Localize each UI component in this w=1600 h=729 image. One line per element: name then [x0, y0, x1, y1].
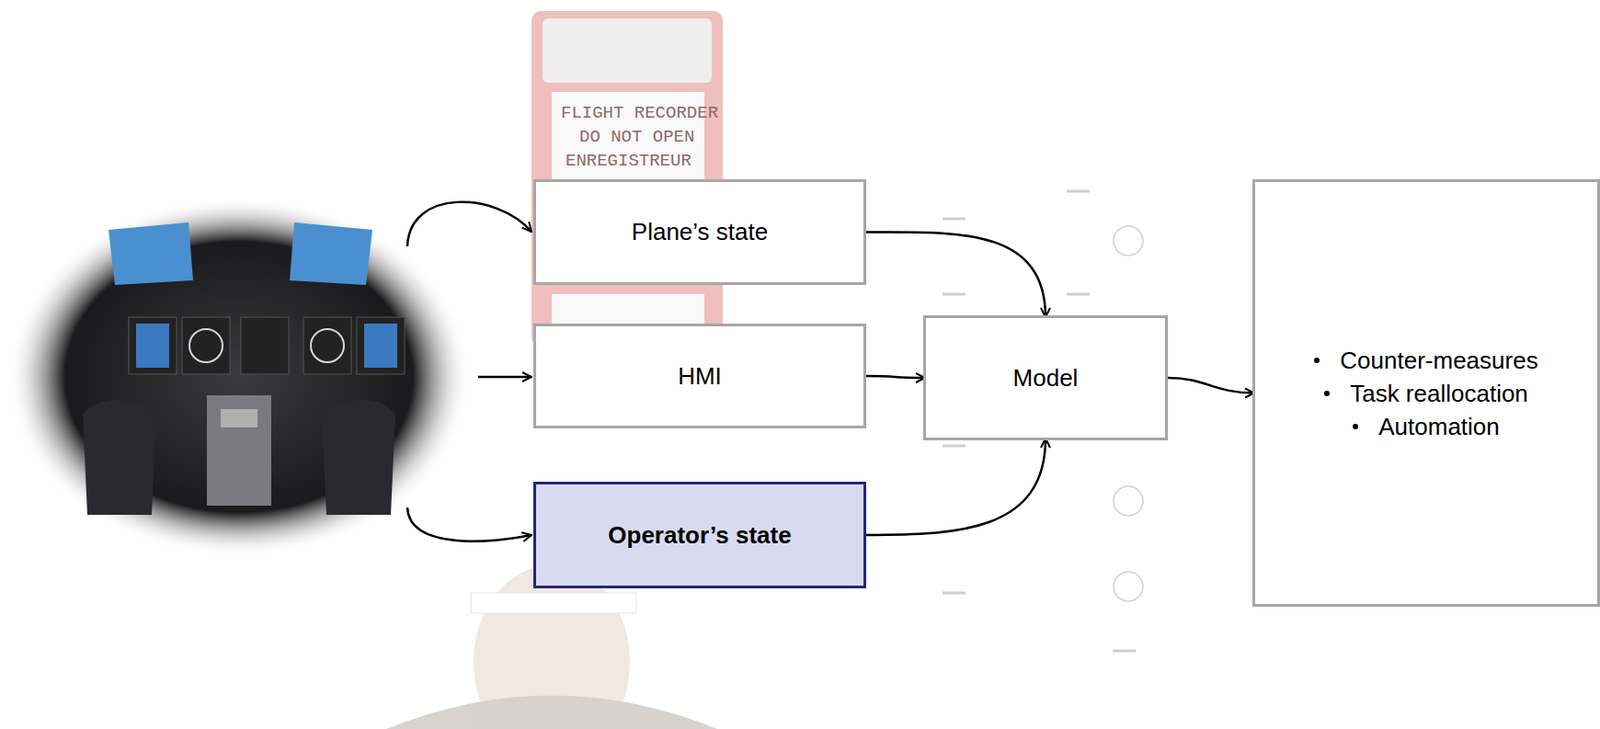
- connector: [1167, 377, 1255, 394]
- recorder-label: FLIGHT RECORDER: [560, 102, 719, 124]
- bullet-dot: [1314, 357, 1320, 364]
- bullet-list: Counter-measuresTask reallocationAutomat…: [1314, 343, 1538, 444]
- cockpit-photo: [7, 196, 471, 558]
- bullet-item: Task reallocation: [1324, 377, 1529, 411]
- model-box: Model: [923, 315, 1168, 441]
- output-box: Counter-measuresTask reallocationAutomat…: [1252, 179, 1600, 607]
- state-box: HMI: [533, 323, 867, 429]
- recorder-label: DO NOT OPEN: [579, 126, 695, 148]
- bullet-text: Automation: [1378, 410, 1500, 444]
- node-label: Plane’s state: [631, 217, 768, 247]
- bullet-text: Counter-measures: [1339, 343, 1538, 378]
- operator-photo: [386, 565, 718, 729]
- state-box: Plane’s state: [533, 179, 867, 286]
- bullet-dot: [1352, 423, 1359, 430]
- bullet-dot: [1324, 390, 1330, 397]
- connector: [866, 376, 926, 378]
- node-label: HMI: [677, 362, 722, 391]
- photo-arrow: [407, 202, 532, 542]
- recorder-label: ENREGISTREUR: [565, 150, 692, 172]
- connector: [866, 438, 1046, 536]
- connector: [866, 231, 1046, 318]
- node-label: Operator’s state: [607, 521, 791, 550]
- bullet-item: Counter-measures: [1314, 343, 1538, 378]
- state-box: Operator’s state: [533, 481, 867, 589]
- bullet-item: Automation: [1352, 410, 1500, 444]
- node-label: Model: [1013, 364, 1079, 393]
- bullet-text: Task reallocation: [1349, 377, 1529, 411]
